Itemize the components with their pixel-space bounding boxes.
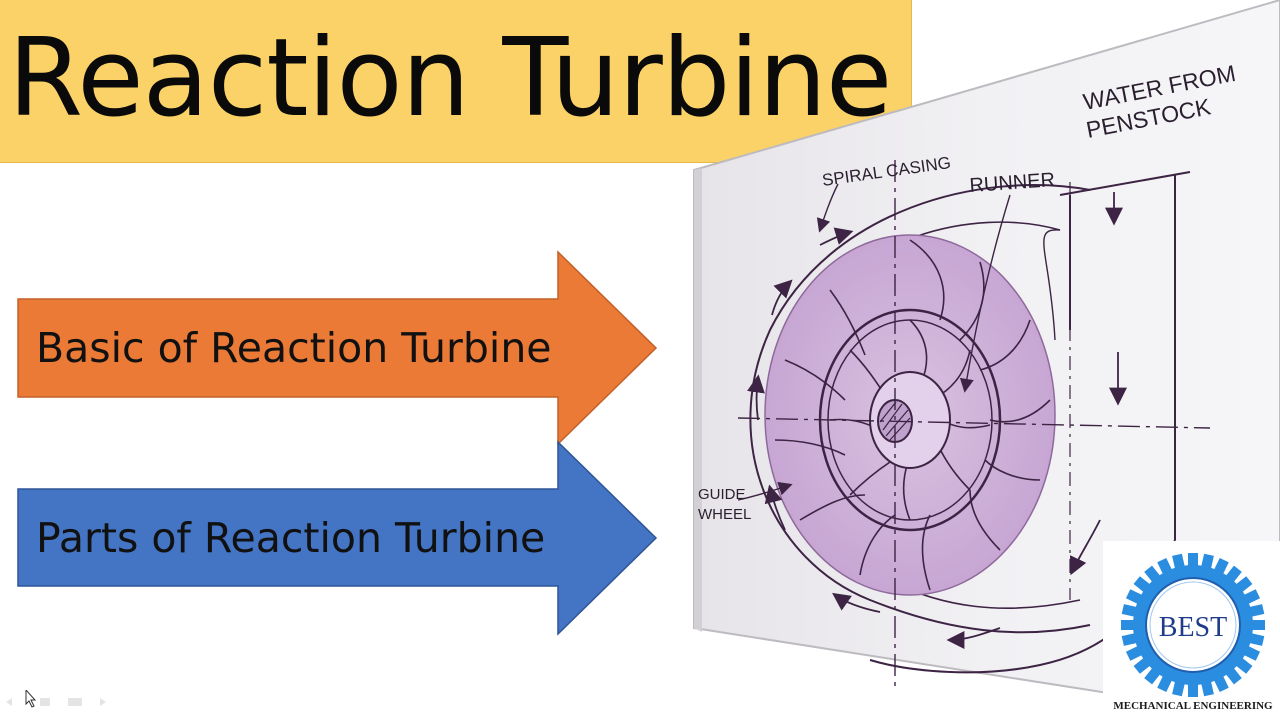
gear-tooth <box>1121 620 1137 630</box>
gear-icon: BEST MECHANICAL ENGINEERING <box>1113 553 1273 712</box>
gear-tooth <box>1249 620 1265 630</box>
basic-arrow: Basic of Reaction Turbine <box>0 250 660 450</box>
parts-arrow-shape <box>17 440 658 636</box>
logo-caption: MECHANICAL ENGINEERING <box>1113 700 1273 712</box>
gear-tooth <box>1188 681 1198 697</box>
best-logo: BEST MECHANICAL ENGINEERING <box>1103 541 1280 720</box>
slide-title: Reaction Turbine <box>8 16 892 141</box>
basic-arrow-shape <box>17 250 658 446</box>
parts-arrow: Parts of Reaction Turbine <box>0 440 660 640</box>
cursor-icon <box>25 688 37 708</box>
guide-label: GUIDE <box>698 486 746 503</box>
presentation-nav[interactable] <box>2 688 122 712</box>
presentation-nav-icons <box>6 698 106 706</box>
wheel-label: WHEEL <box>698 506 751 523</box>
title-banner: Reaction Turbine <box>0 0 912 163</box>
logo-name: BEST <box>1159 612 1227 643</box>
parts-arrow-label: Parts of Reaction Turbine <box>36 514 546 562</box>
turbine-diagram: WATER FROM PENSTOCK SPIRAL CASING RUNNER… <box>680 0 1280 720</box>
gear-tooth <box>1188 553 1198 569</box>
basic-arrow-label: Basic of Reaction Turbine <box>36 324 552 372</box>
